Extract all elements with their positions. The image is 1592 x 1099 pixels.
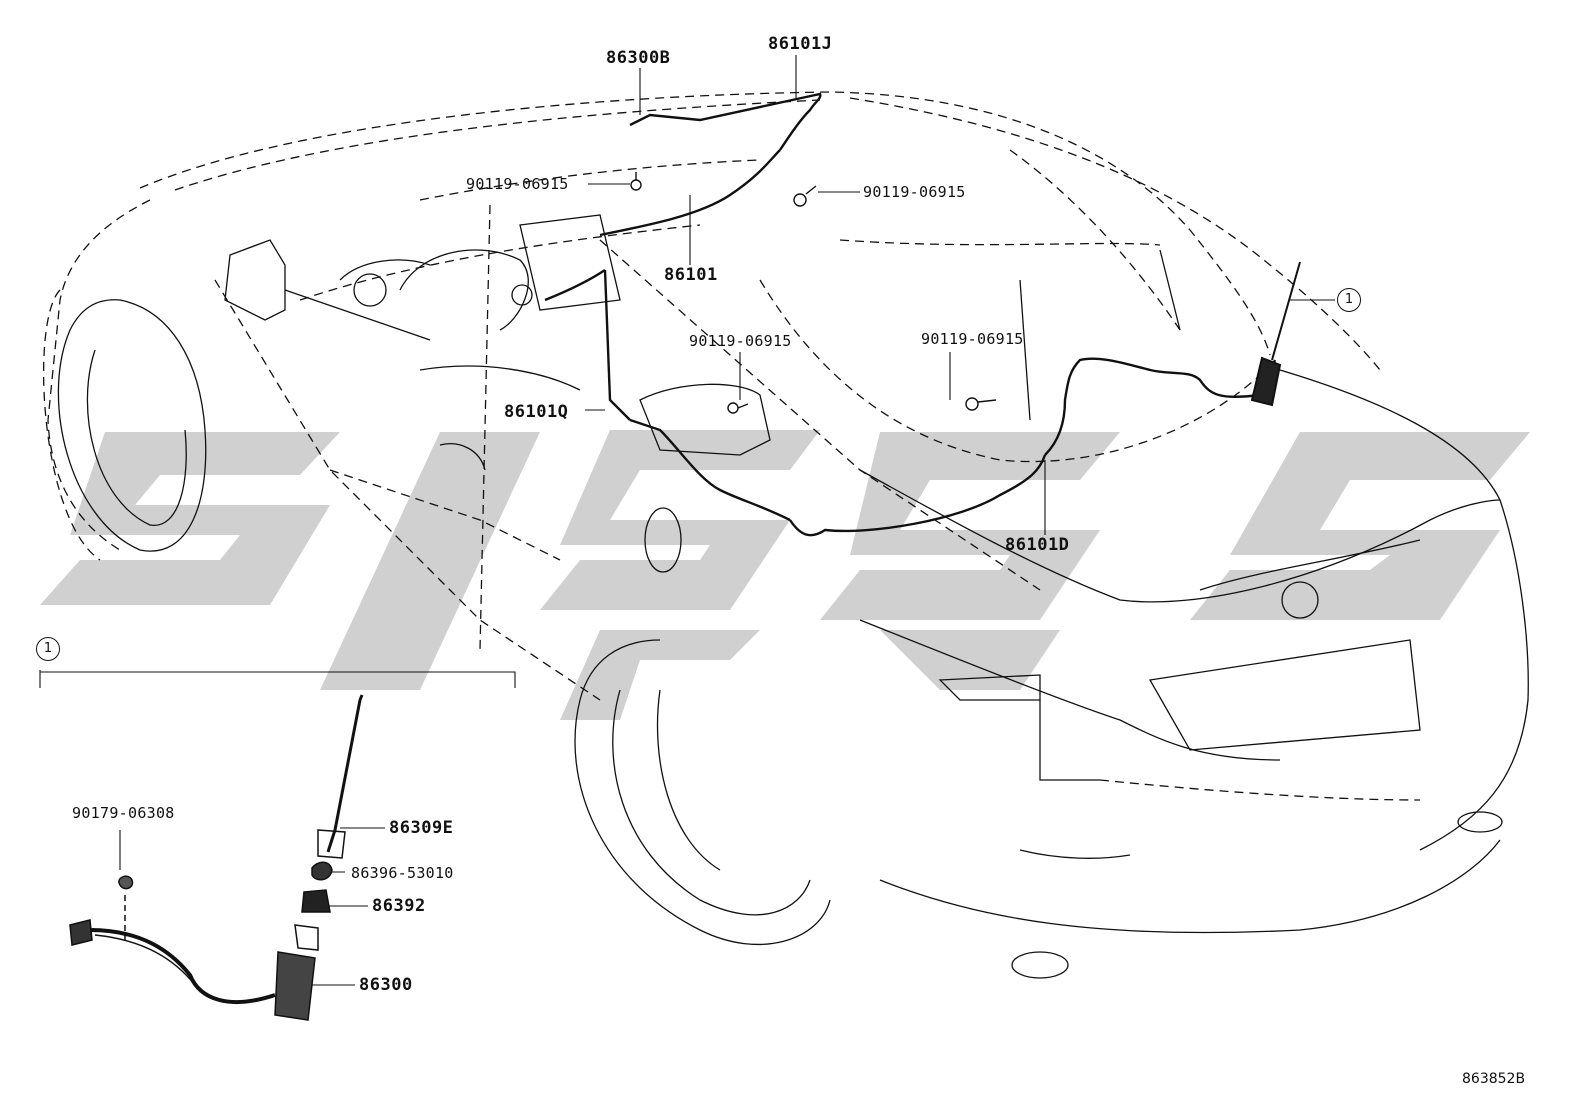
label-86101J: 86101J — [768, 34, 833, 54]
antenna-assembly-detail — [69, 694, 364, 1021]
label-bolt-b: 90119-06915 — [863, 183, 966, 201]
label-86101D: 86101D — [1005, 535, 1070, 555]
label-bolt-d: 90119-06915 — [921, 330, 1024, 348]
leader-lines — [39, 55, 1335, 986]
label-86300: 86300 — [359, 975, 413, 995]
label-pad: 86396-53010 — [351, 864, 454, 882]
watermark-logo — [40, 430, 1530, 720]
label-86392: 86392 — [372, 896, 426, 916]
label-86101: 86101 — [664, 265, 718, 285]
car-body-lines — [43, 91, 1529, 979]
callout-circle-detail: 1 — [36, 637, 60, 661]
roof-antenna — [1250, 261, 1301, 407]
callout-circle-main: 1 — [1337, 288, 1361, 312]
drawing-code: 863852B — [1462, 1071, 1526, 1087]
label-nut: 90179-06308 — [72, 804, 175, 822]
label-86309E: 86309E — [389, 818, 454, 838]
bolt-symbols — [630, 172, 997, 414]
label-bolt-a: 90119-06915 — [466, 175, 569, 193]
label-86101Q: 86101Q — [504, 402, 569, 422]
label-86300B: 86300B — [606, 48, 671, 68]
label-bolt-c: 90119-06915 — [689, 332, 792, 350]
